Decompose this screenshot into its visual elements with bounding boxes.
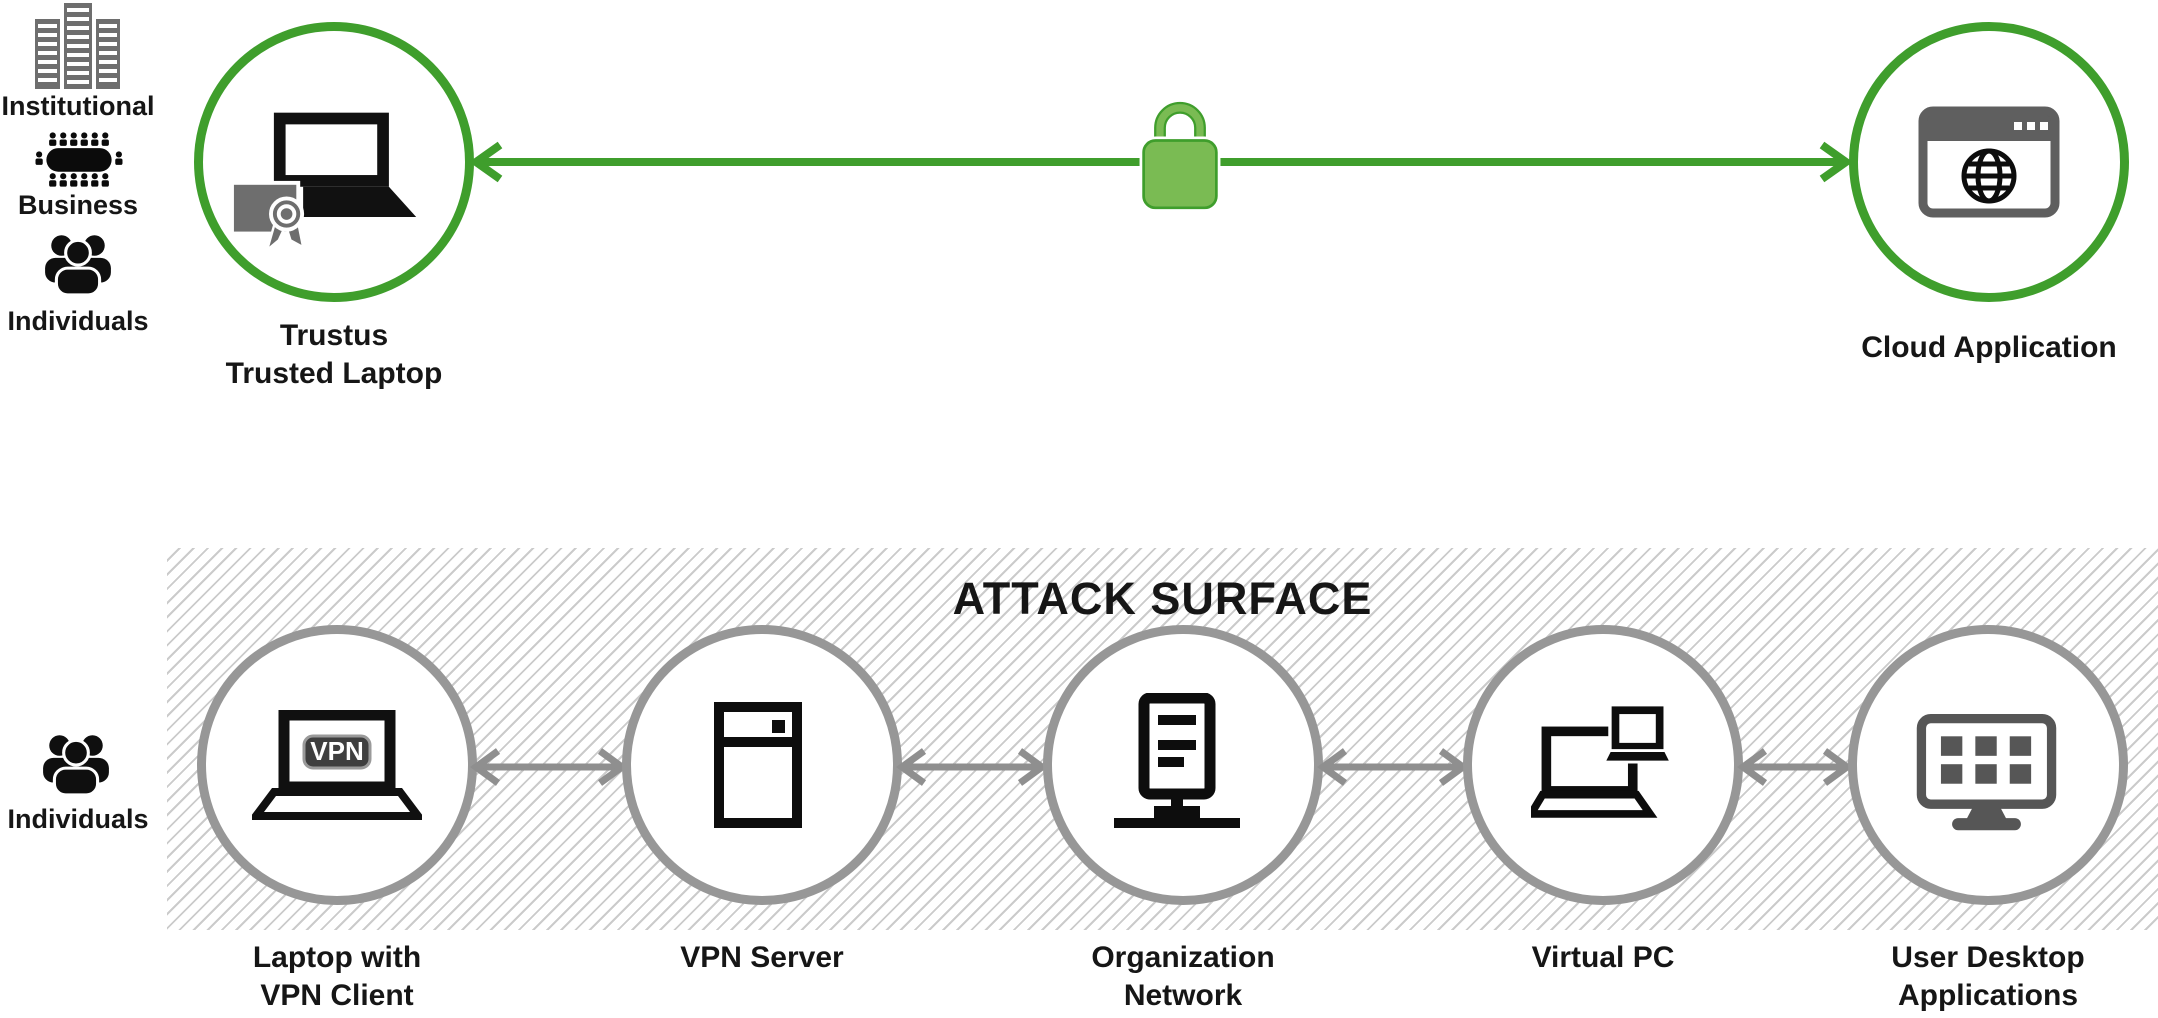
vpn-badge: VPN [310, 736, 363, 766]
building-tower [64, 3, 92, 89]
vpn-server-label: VPN Server [597, 939, 927, 977]
trusted-laptop-label: Trustus Trusted Laptop [184, 317, 484, 393]
virtual-pc-label: Virtual PC [1438, 939, 1768, 977]
audience-label-individuals: Individuals [7, 306, 149, 336]
trusted-laptop-label-line2: Trusted Laptop [225, 357, 443, 390]
laptop-vpn-label-line2: VPN Client [260, 979, 414, 1012]
user-desktop-label-line2: Applications [1897, 979, 2078, 1012]
server-icon [714, 702, 802, 828]
browser-globe-icon [1918, 106, 2060, 218]
attack-arrow [1317, 748, 1469, 786]
attack-surface-title: ATTACK SURFACE [952, 573, 1373, 624]
organization-network-label: Organization Network [1018, 939, 1348, 1015]
attack-arrow [470, 748, 628, 786]
people-group-icon [43, 735, 109, 797]
user-desktop-label-line1: User Desktop [1891, 941, 2085, 974]
meeting-table-icon [35, 132, 123, 187]
organization-network-label-line1: Organization [1091, 941, 1275, 974]
building-tower [35, 19, 60, 89]
user-desktop-label: User Desktop Applications [1823, 939, 2153, 1015]
audience-label-business: Business [17, 190, 139, 220]
virtual-pc-label-line1: Virtual PC [1531, 941, 1675, 974]
virtual-pc-circle [1463, 625, 1743, 905]
organization-network-label-line2: Network [1123, 979, 1243, 1012]
padlock-icon [1139, 98, 1221, 212]
cloud-application-label: Cloud Application [1861, 331, 2117, 364]
laptop-vpn-label: Laptop with VPN Client [172, 939, 502, 1015]
audience-label-individuals-bottom: Individuals [7, 804, 149, 834]
network-tower-icon [1114, 693, 1240, 828]
virtual-pc-icon [1531, 706, 1674, 818]
people-group-icon [45, 235, 111, 297]
organization-network-circle [1043, 625, 1323, 905]
certified-laptop-icon [230, 112, 417, 254]
vpn-server-label-line1: VPN Server [680, 941, 844, 974]
laptop-vpn-label-line1: Laptop with [252, 941, 422, 974]
laptop-vpn-icon: VPN [252, 710, 422, 820]
building-tower [96, 19, 120, 89]
audience-label-institutional: Institutional [1, 91, 155, 121]
attack-arrow [1737, 748, 1853, 786]
buildings-icon [35, 3, 120, 89]
trusted-laptop-label-line1: Trustus [279, 319, 389, 352]
attack-arrow [896, 748, 1048, 786]
desktop-apps-icon [1916, 714, 2057, 831]
